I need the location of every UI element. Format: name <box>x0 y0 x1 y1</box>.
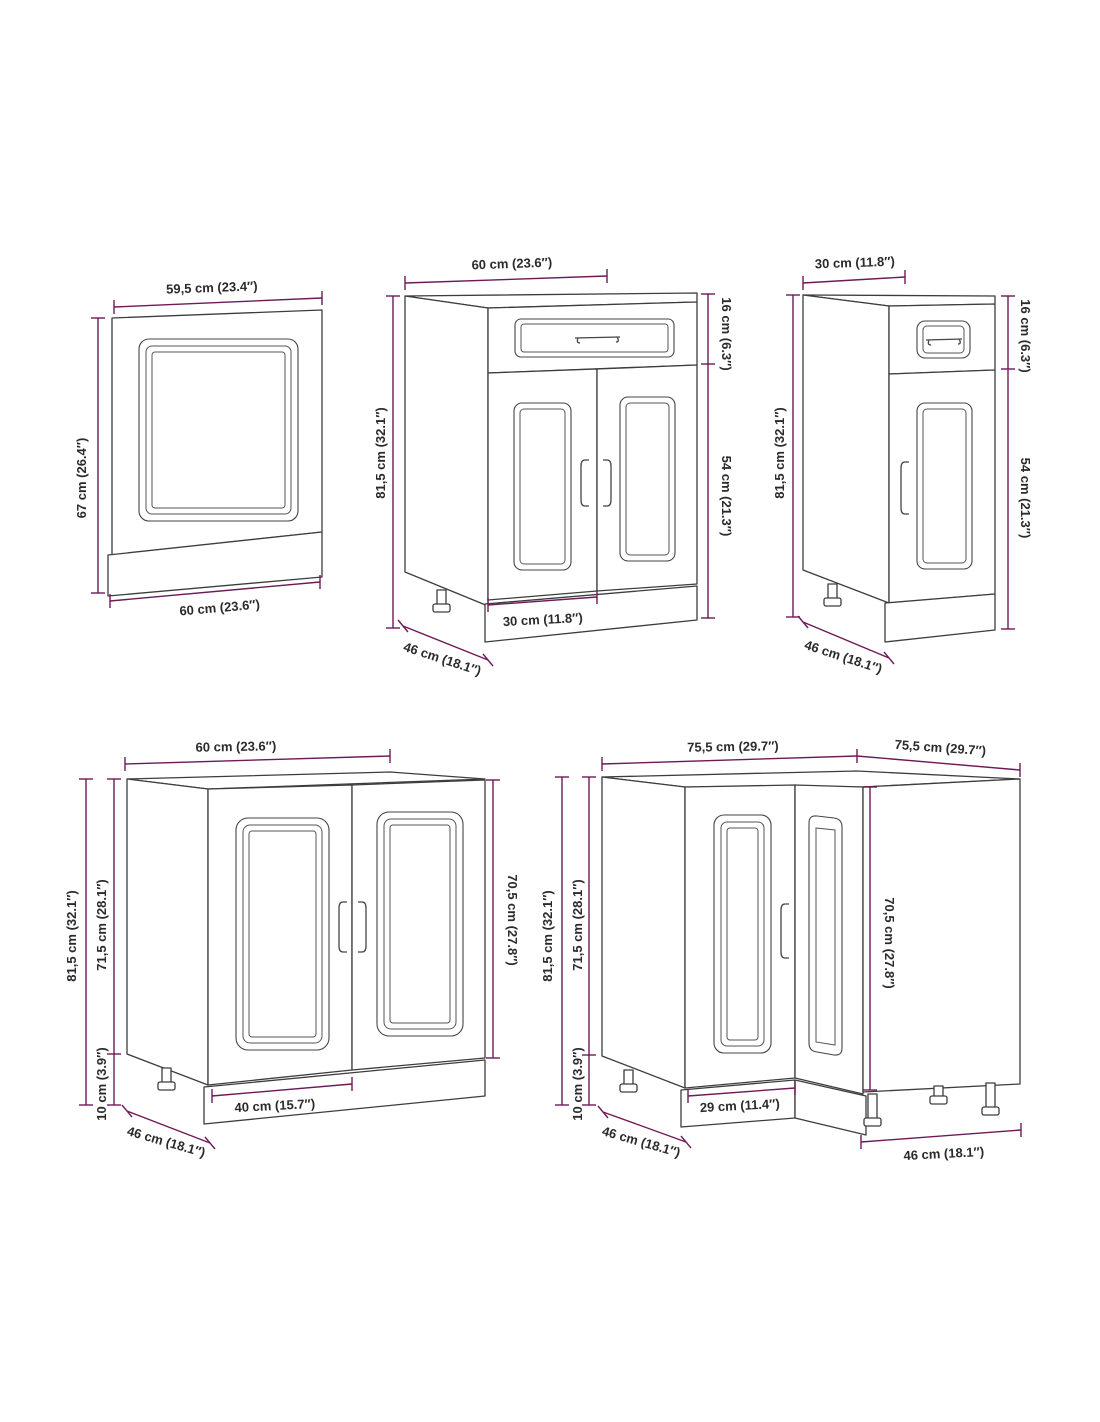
label-p2-doors: 54 cm (21.3″) <box>719 456 734 537</box>
dims-panel-5 <box>555 749 1022 1149</box>
cabinet-two-doors <box>126 771 486 1125</box>
label-p5-door-height: 70,5 cm (27.8″) <box>882 897 897 989</box>
cabinet-corner <box>601 770 1021 1136</box>
cabinet-drawer-two-doors <box>404 292 698 643</box>
dims-panel-3 <box>786 270 1015 665</box>
label-p2-top: 60 cm (23.6″) <box>471 255 552 273</box>
label-p4-depth: 46 cm (18.1″) <box>125 1123 207 1160</box>
dims-panel-4 <box>79 749 500 1150</box>
label-p4-plinth: 10 cm (3.9″) <box>94 1047 109 1120</box>
label-p1-height: 67 cm (26.4″) <box>74 438 89 519</box>
label-p3-doors: 54 cm (21.3″) <box>1018 458 1033 539</box>
label-p4-top: 60 cm (23.6″) <box>195 738 276 754</box>
dims-panel-2 <box>386 269 715 667</box>
panel-dishwasher-front <box>107 309 323 597</box>
label-p5-top-right: 75,5 cm (29.7″) <box>894 737 986 758</box>
label-p3-top: 30 cm (11.8″) <box>815 254 895 272</box>
label-p3-depth: 46 cm (18.1″) <box>803 637 884 676</box>
label-p5-top-left: 75,5 cm (29.7″) <box>687 738 779 755</box>
label-p5-depth-left: 46 cm (18.1″) <box>600 1123 682 1160</box>
label-p4-door-height: 70,5 cm (27.8″) <box>505 874 520 966</box>
label-p4-body: 71,5 cm (28.1″) <box>94 879 109 971</box>
label-p4-height: 81,5 cm (32.1″) <box>64 890 79 982</box>
label-p5-body: 71,5 cm (28.1″) <box>570 879 585 971</box>
label-p2-door-width: 30 cm (11.8″) <box>502 610 583 629</box>
label-p5-door-width: 29 cm (11.4″) <box>699 1096 780 1115</box>
label-p5-height: 81,5 cm (32.1″) <box>540 890 555 982</box>
label-p2-height: 81,5 cm (32.1″) <box>373 407 388 499</box>
label-p4-door-width: 40 cm (15.7″) <box>234 1096 315 1115</box>
label-p1-bottom: 60 cm (23.6″) <box>179 597 261 619</box>
label-p3-drawer: 16 cm (6.3″) <box>1018 299 1033 372</box>
label-p5-depth-right: 46 cm (18.1″) <box>903 1144 984 1163</box>
label-p5-plinth: 10 cm (3.9″) <box>570 1047 585 1120</box>
cabinet-narrow-drawer-door <box>802 294 996 643</box>
label-p2-drawer: 16 cm (6.3″) <box>719 297 734 370</box>
dims-panel-1 <box>91 291 323 608</box>
label-p1-top: 59,5 cm (23.4″) <box>166 278 258 296</box>
label-p3-height: 81,5 cm (32.1″) <box>772 407 787 499</box>
label-p2-depth: 46 cm (18.1″) <box>402 639 483 678</box>
